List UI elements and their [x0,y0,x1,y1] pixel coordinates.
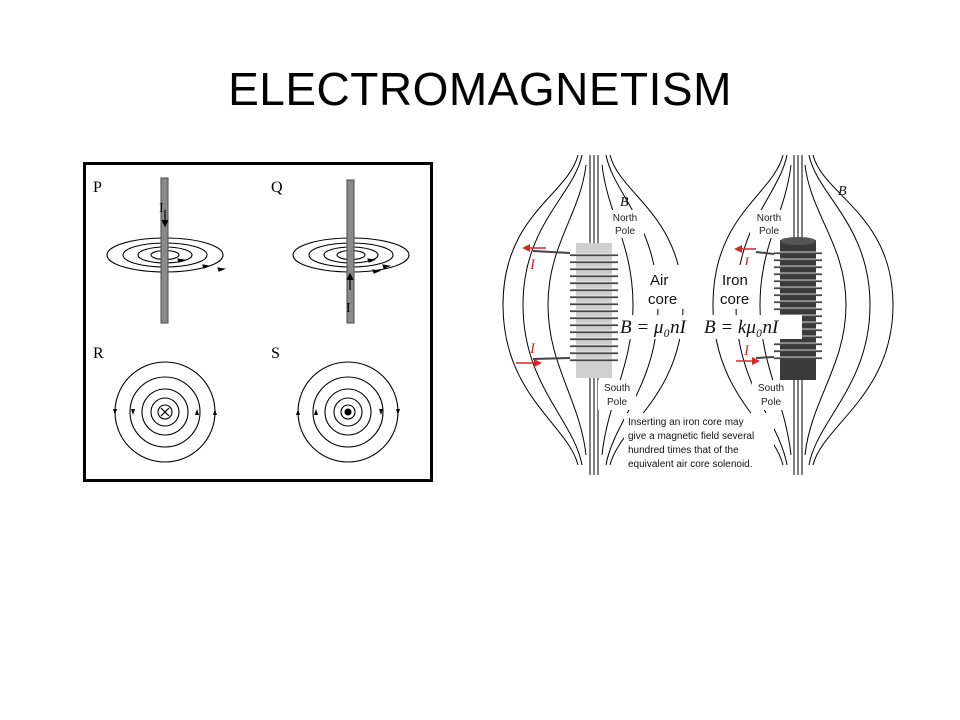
panel-q-wire-field [292,179,410,324]
current-label-iron-bottom: I [743,343,750,359]
iron-core-label-2: core [720,291,749,308]
south-pole-label-air-2: Pole [607,397,627,408]
iron-core-solenoid [755,237,822,380]
panel-label-q: Q [271,179,283,196]
formula-iron: B = kμ₀nI [704,317,780,338]
panel-label-p: P [93,179,102,196]
current-label-p: I [159,201,164,216]
note-line-2: give a magnetic field several [628,431,754,442]
air-core-label-2: core [648,291,677,308]
south-pole-label-iron-2: Pole [761,397,781,408]
air-core-label-1: Air [650,272,668,289]
north-pole-label-air-2: Pole [615,226,635,237]
current-arrows [516,244,760,367]
north-pole-label-iron-2: Pole [759,226,779,237]
note-line-3: hundred times that of the [628,445,739,456]
panel-p-wire-field [106,177,227,324]
current-label-air-bottom: I [529,341,536,357]
south-pole-label-air-1: South [604,383,630,394]
current-label-iron-top: I [743,255,750,271]
panel-r-field-into-page [113,361,217,463]
wire-field-figure: P Q R S I I [83,162,433,482]
current-label-q: I [346,301,351,316]
north-pole-label-iron-1: North [757,213,781,224]
north-pole-label-air-1: North [613,213,637,224]
current-label-air-top: I [529,257,536,273]
note-line-4: equivalent air core solenoid. [628,459,753,470]
formula-air: B = μ₀nI [620,317,688,338]
figure-border [83,162,433,482]
field-label-air: B [620,195,629,210]
iron-core-label-1: Iron [722,272,748,289]
air-core-solenoid [532,243,618,378]
field-label-iron: B [838,184,847,199]
solenoid-figure: I I I I North Pole North Pole South Pole… [498,155,898,485]
note-line-1: Inserting an iron core may [628,417,744,428]
slide-title: ELECTROMAGNETISM [228,63,732,115]
panel-label-r: R [93,345,104,362]
panel-s-field-out-of-page [296,361,400,463]
south-pole-label-iron-1: South [758,383,784,394]
panel-label-s: S [271,345,280,362]
